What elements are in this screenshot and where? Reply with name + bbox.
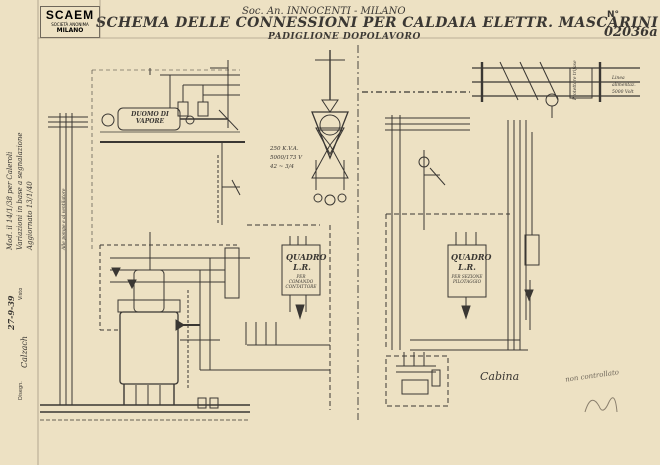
cabina-label: Cabina [480, 370, 520, 383]
logo-name: SCAEM [45, 8, 95, 22]
scaem-logo: SCAEM SOCIETÀ ANONIMA MILANO [40, 6, 100, 38]
logo-city: MILANO [56, 27, 84, 34]
steam-label: DUOMO DI VAPORE [131, 111, 169, 125]
protection-box-label: Protettore trifase [573, 60, 578, 100]
drawing-title: SCHEMA DELLE CONNESSIONI PER CALDAIA ELE… [96, 15, 659, 31]
drawing-subtitle: PADIGLIONE DOPOLAVORO [268, 32, 421, 42]
panel-right-title: QUADRO L.R. [451, 252, 492, 272]
transformer-specs: 250 K.V.A. 5000/173 V 42 ~ 3/4 [270, 146, 303, 170]
number-label: N° [607, 10, 620, 20]
panel-left-title: QUADRO L.R. [286, 252, 327, 272]
panel-left-note: PER COMANDO CONTATTORE [285, 274, 317, 289]
left-line-note: Alle pompe e al ventilatore [62, 188, 67, 250]
supply-note: Linea alimentaz. 5000 Volt [612, 76, 636, 95]
drawing-number: 02036a [604, 25, 658, 40]
panel-right-note: PER SEZIONE PILOTAGGIO [451, 274, 483, 284]
logo-sub: SOCIETÀ ANONIMA [51, 22, 89, 27]
company-name: Soc. An. INNOCENTI - MILANO [242, 6, 406, 17]
